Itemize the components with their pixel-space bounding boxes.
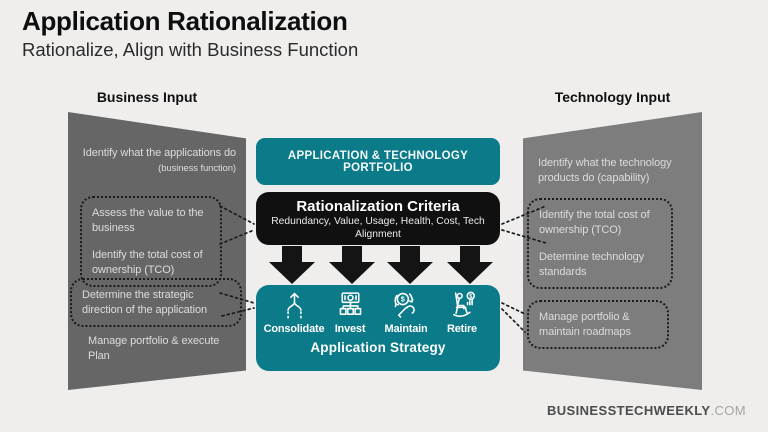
- panel-text-manage-portfolio: Manage portfolio & execute Plan: [88, 335, 220, 362]
- coin-wrench-icon: $: [394, 292, 415, 318]
- callout-line-text: Determine technology standards: [539, 251, 645, 278]
- technology-input-panel: Identify what the technology products do…: [523, 112, 702, 390]
- callout-line-text: Identify the total cost of ownership (TC…: [539, 209, 650, 236]
- banknote-orgchart-icon: [339, 292, 361, 315]
- strategy-invest: Invest: [322, 289, 378, 335]
- dotted-callout-box-roadmaps: Manage portfolio & maintain roadmaps: [527, 300, 669, 350]
- application-strategy-title: Application Strategy: [310, 340, 446, 355]
- callout-line-text: Determine the strategic direction of the…: [82, 289, 208, 316]
- footer-brand: BUSINESSTECHWEEKLY.COM: [547, 403, 746, 418]
- dotted-callout-box-strategic-direction: Determine the strategic direction of the…: [70, 278, 242, 328]
- dotted-callout-box-tco-standards: Identify the total cost of ownership (TC…: [527, 198, 673, 290]
- panel-text-identify-applications: Identify what the applications do (busin…: [78, 146, 236, 175]
- page-title: Application Rationalization: [22, 6, 348, 36]
- criteria-subtitle: Redundancy, Value, Usage, Health, Cost, …: [271, 216, 485, 240]
- strategy-consolidate: Consolidate: [263, 289, 325, 335]
- application-strategy-box: Consolidate Invest: [256, 285, 500, 371]
- down-arrow-icon: [387, 246, 433, 284]
- panel-text-main: Identify what the applications do: [82, 147, 236, 159]
- strategy-label: Invest: [334, 323, 366, 335]
- callout-line-text: Identify the total cost of ownership (TC…: [92, 249, 203, 276]
- callout-line: [501, 308, 526, 333]
- strategy-retire: $ Retire: [434, 289, 490, 335]
- dotted-callout-box-assess-value: Assess the value to the business Identif…: [80, 196, 222, 288]
- strategy-label: Maintain: [384, 323, 428, 335]
- merge-arrows-icon: [286, 292, 302, 320]
- down-arrow-icon: [447, 246, 493, 284]
- brand-name: BUSINESSTECHWEEKLY: [546, 403, 711, 418]
- business-input-panel: Identify what the applications do (busin…: [68, 112, 246, 390]
- application-technology-portfolio-box: APPLICATION & TECHNOLOGY PORTFOLIO: [256, 138, 500, 185]
- strategy-items-row: Consolidate Invest: [256, 285, 500, 335]
- technology-input-header: Technology Input: [554, 89, 671, 105]
- down-arrow-icon: [269, 246, 315, 284]
- svg-text:$: $: [400, 295, 404, 304]
- callout-line: [501, 302, 526, 315]
- panel-text-note: (business function): [158, 162, 236, 174]
- down-arrow-icon: [329, 246, 375, 284]
- business-input-header: Business Input: [96, 89, 198, 105]
- page-subtitle: Rationalize, Align with Business Functio…: [22, 39, 359, 60]
- panel-text-identify-technology: Identify what the technology products do…: [538, 157, 672, 184]
- callout-line-text: Assess the value to the business: [92, 207, 204, 234]
- rocking-chair-icon: $: [452, 291, 475, 318]
- brand-domain: .COM: [710, 403, 746, 418]
- callout-line-text: Manage portfolio & maintain roadmaps: [539, 311, 631, 338]
- criteria-title: Rationalization Criteria: [296, 198, 460, 215]
- rationalization-criteria-box: Rationalization Criteria Redundancy, Val…: [256, 192, 500, 245]
- strategy-label: Consolidate: [263, 323, 325, 335]
- strategy-label: Retire: [447, 323, 477, 335]
- svg-text:$: $: [469, 294, 472, 300]
- strategy-maintain: $ Maintain: [378, 289, 434, 335]
